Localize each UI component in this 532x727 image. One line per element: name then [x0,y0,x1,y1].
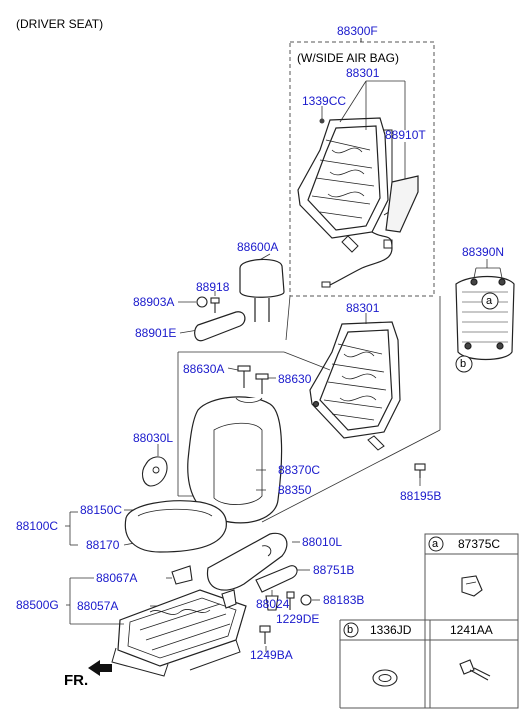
bracket-88067A [171,565,193,585]
label-88751B: 88751B [313,563,355,577]
label-88600A: 88600A [237,240,279,254]
label-side-airbag: (W/SIDE AIR BAG) [297,51,400,65]
cap-88183B [300,594,312,606]
label-88301-top: 88301 [346,66,380,80]
headrest [239,258,285,322]
label-88300F: 88300F [337,24,378,38]
label-88030L: 88030L [133,431,174,445]
label-88390N: 88390N [462,245,505,259]
height-lever [194,311,246,342]
headrest-guide-88630A [237,365,251,388]
label-88170: 88170 [86,538,120,552]
airbag-module [385,175,419,233]
front-label: FR. [64,672,89,689]
label-88195B: 88195B [400,489,442,503]
label-88901E: 88901E [135,326,177,340]
label-88918: 88918 [196,280,230,294]
callout-b-part2: 1241AA [450,623,493,637]
marker-a: a [486,295,493,307]
callout-a-part: 87375C [458,537,501,551]
grommet-1336JD [372,669,398,687]
callout-table [339,533,519,709]
recliner-cover [141,456,168,487]
headrest-guide-88630 [255,373,269,394]
label-88150C: 88150C [80,503,123,517]
bolt-88195B [414,463,426,478]
callout-b-letter: b [347,624,354,636]
label-88057A: 88057A [77,599,119,613]
label-88100C: 88100C [16,519,59,533]
label-88370C: 88370C [278,463,321,477]
label-88630A: 88630A [183,362,225,376]
clip-87375C [461,575,483,597]
label-88630: 88630 [278,372,312,386]
seat-back-board [455,275,515,361]
label-88903A: 88903A [133,295,175,309]
label-88910T: 88910T [385,128,426,142]
seat-cushion [124,500,227,553]
page-title: (DRIVER SEAT) [16,17,104,31]
label-88350: 88350 [278,483,312,497]
bolt-1249BA [259,625,271,644]
part-88024 [265,595,279,611]
front-arrow [88,660,112,676]
label-1339CC: 1339CC [302,94,347,108]
label-88024: 88024 [256,597,290,611]
seat-back-frame-airbag [297,117,393,253]
screw-1241AA [459,659,491,681]
label-1229DE: 1229DE [276,612,320,626]
label-88500G: 88500G [16,598,59,612]
screw-1229DE [286,591,295,610]
bolt-88918 [210,297,220,313]
seat-track-assembly [111,589,247,677]
label-1249BA: 1249BA [250,648,293,662]
nut-88903A [196,296,208,308]
recline-knob [255,565,298,593]
callout-b-part1: 1336JD [370,623,412,637]
label-88183B: 88183B [323,593,365,607]
callout-a-letter: a [432,538,439,550]
seat-side-shield [206,532,288,591]
seat-back-cushion [187,396,283,524]
label-88067A: 88067A [96,571,138,585]
marker-b: b [460,358,467,370]
label-88301-mid: 88301 [346,301,380,315]
airbag-group-box [289,41,435,297]
seat-back-frame [309,321,401,451]
label-88010L: 88010L [302,535,343,549]
airbag-wiring [329,231,393,286]
